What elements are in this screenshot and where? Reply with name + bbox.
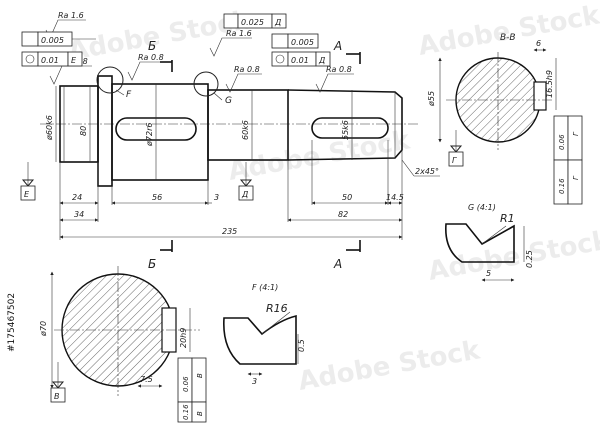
dim-sec-h: 20h9 <box>179 328 188 348</box>
stock-id: #175467502 <box>7 293 17 352</box>
diameter-dims: ø60k6 80 ø72r6 60k6 55k6 <box>45 84 353 180</box>
tol-t3: 0.025 <box>241 18 264 27</box>
datum-v: В <box>54 392 60 401</box>
tol-t2-ref: Е <box>71 56 77 65</box>
detail-f-radius: R16 <box>266 302 288 315</box>
tol-t3-ref: Д <box>274 18 281 27</box>
dim-bb-w6: 6 <box>536 39 541 48</box>
tol-bb-a-ref: Г <box>572 131 580 136</box>
datum-g: Г <box>452 156 457 165</box>
watermark-text: Adobe Stock <box>426 225 600 287</box>
detail-f-profile <box>223 314 297 365</box>
tolerance-frames: 0.005 0.01 Е 0.025 Д 0.005 0.01 Д <box>21 13 331 67</box>
tol-sec-b-ref: В <box>196 411 204 416</box>
tol-t1: 0.005 <box>41 36 64 45</box>
dim-l56: 56 <box>152 193 162 202</box>
dim-bb-h: 16.5h9 <box>545 70 554 98</box>
detail-label-f: F <box>126 90 132 100</box>
tol-t2: 0.01 <box>41 56 59 65</box>
section-a-bottom: А <box>333 257 342 271</box>
tol-t5-ref: Д <box>318 56 325 65</box>
dim-d2: 80 <box>79 126 88 136</box>
roughness-ra16-mid: Ra 1.6 <box>226 29 252 38</box>
dim-l82: 82 <box>338 210 348 219</box>
section-bb: В-В ø55 6 16.5h9 Г 0.06 Г 0.16 Г <box>427 33 583 205</box>
keyway-right <box>311 117 389 139</box>
detail-f-view: F (4:1) R16 3 0.5 <box>223 283 306 386</box>
detail-f-width: 3 <box>252 377 257 386</box>
datum-e: Е <box>24 190 30 199</box>
dim-d4: 60k6 <box>241 120 250 140</box>
roughness-ra08-c: Ra 0.8 <box>234 65 260 74</box>
watermark-text: Adobe Stock <box>416 0 600 62</box>
dim-l34: 34 <box>74 210 84 219</box>
dim-d1: ø60k6 <box>45 115 54 141</box>
shaft-main-view: F G <box>40 66 420 187</box>
tol-sec-a: 0.06 <box>182 376 190 392</box>
detail-g-view: G (4:1) R1 5 0.25 <box>445 203 534 282</box>
tol-bb-b-ref: Г <box>572 175 580 180</box>
roughness-ra16-left: Ra 1.6 <box>58 11 84 20</box>
tol-bb-a: 0.06 <box>558 134 566 150</box>
dim-d5: 55k6 <box>341 120 350 140</box>
tol-bb-b: 0.16 <box>558 178 566 194</box>
roughness-ra08-b: Ra 0.8 <box>138 53 164 62</box>
section-a-top: А <box>333 39 342 53</box>
section-b-top: Б <box>148 39 156 53</box>
dim-d7: ø70 <box>39 321 48 337</box>
detail-g-radius: R1 <box>500 212 515 225</box>
detail-g-width: 5 <box>486 269 491 278</box>
length-dims: 24 56 3 50 14.5 34 82 235 2x45° <box>59 140 440 240</box>
dim-d3: ø72r6 <box>145 123 154 147</box>
detail-g-title: G (4:1) <box>468 203 496 212</box>
datums: Е Д <box>20 162 254 201</box>
roughness-ra08-d: Ra 0.8 <box>326 65 352 74</box>
tol-sec-a-ref: В <box>196 373 204 378</box>
view-bb-title: В-В <box>500 33 516 43</box>
dim-chamfer: 2x45° <box>415 167 439 176</box>
dim-l235: 235 <box>222 227 237 236</box>
tol-t5: 0.01 <box>291 56 309 65</box>
detail-circle-g <box>193 71 219 97</box>
dim-l3: 3 <box>214 193 219 202</box>
dim-d6: ø55 <box>427 91 436 107</box>
shaft-step-journal <box>207 89 289 161</box>
dim-l50: 50 <box>342 193 352 202</box>
detail-label-g: G <box>225 96 232 106</box>
watermark-text: Adobe Stock <box>296 335 483 397</box>
dim-l24: 24 <box>72 193 82 202</box>
detail-g-height: 0.25 <box>525 250 534 268</box>
shaft-step-right <box>287 89 403 161</box>
dim-l145: 14.5 <box>386 193 404 202</box>
tol-t4: 0.005 <box>291 38 314 47</box>
detail-f-height: 0.5 <box>297 339 306 352</box>
tol-sec-b: 0.16 <box>182 404 190 420</box>
detail-circle-f <box>96 66 124 94</box>
datum-d: Д <box>241 190 248 199</box>
detail-f-title: F (4:1) <box>252 283 278 292</box>
section-bb-keyway <box>533 81 547 111</box>
section-aa: ø70 20h9 7.5 В 0.06 В 0.16 В <box>39 266 207 423</box>
section-cuts: Б Б А А <box>148 39 361 271</box>
dim-sec-w: 7.5 <box>140 375 153 384</box>
detail-g-profile <box>445 223 515 263</box>
section-b-bottom: Б <box>148 257 156 271</box>
